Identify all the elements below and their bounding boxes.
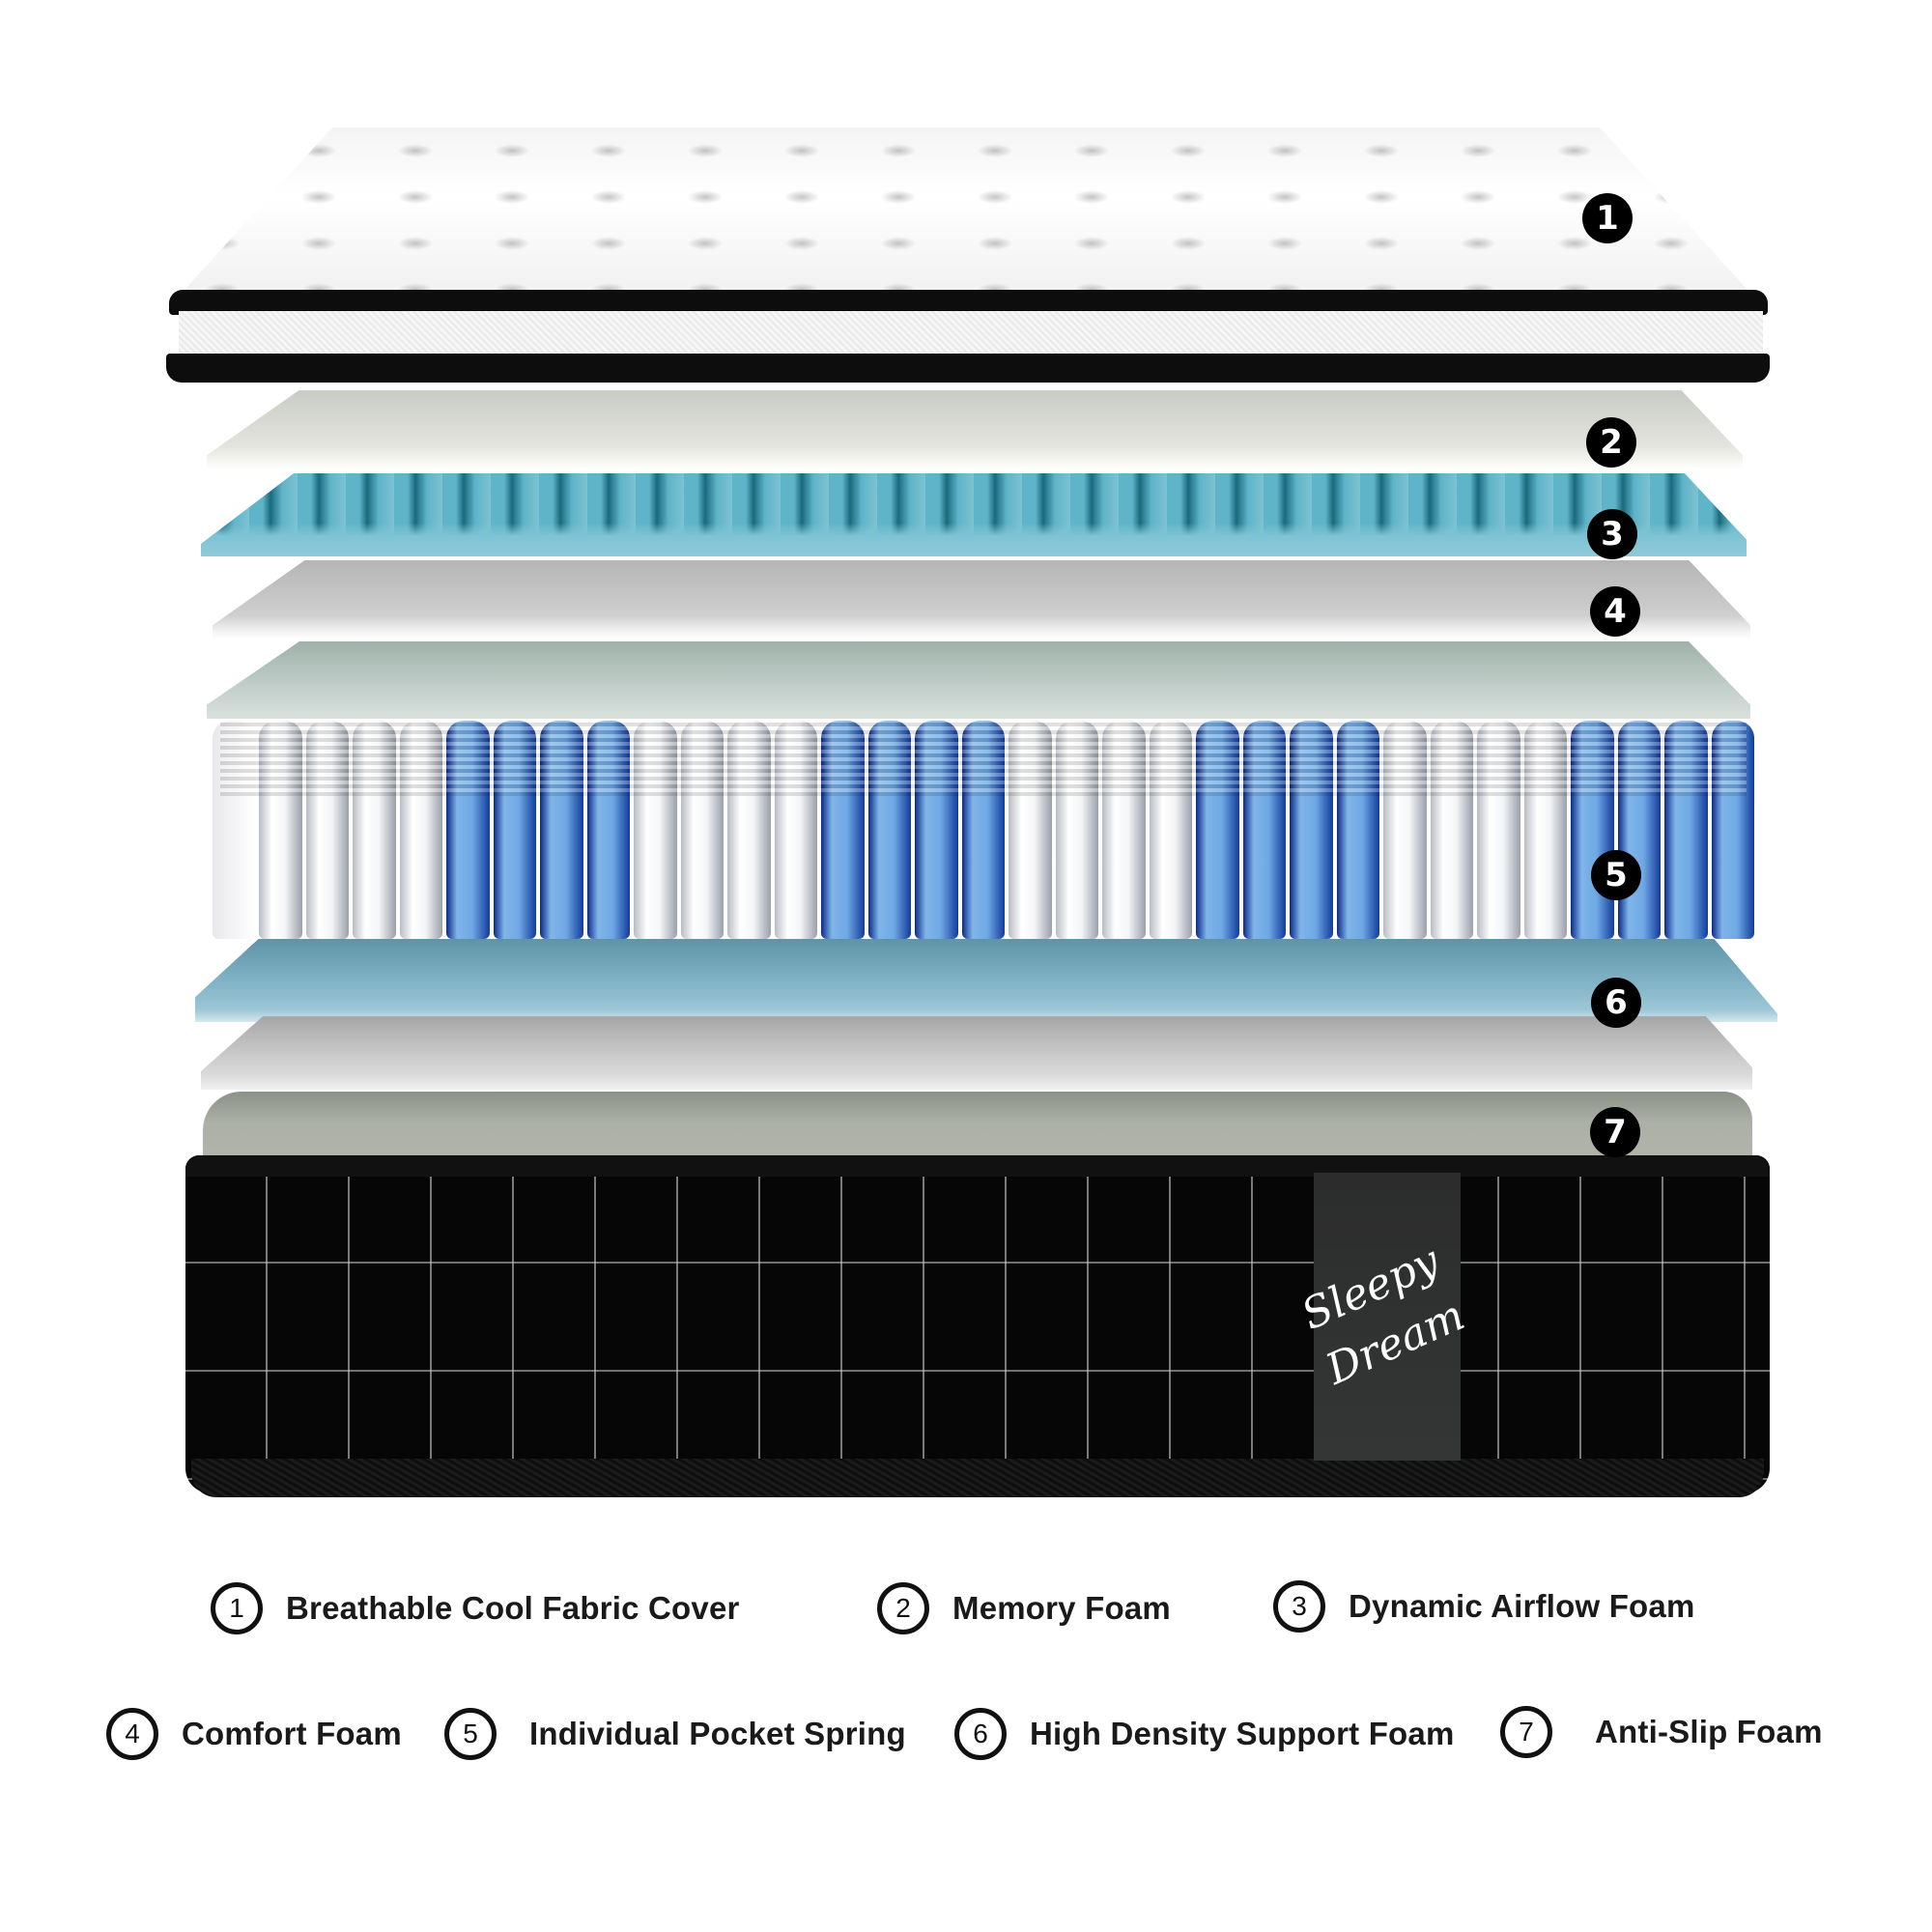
- spring-coil-blue: [1290, 721, 1333, 939]
- marker-number: 5: [1605, 856, 1628, 895]
- legend-item-7: 7 Anti-Slip Foam: [1500, 1706, 1823, 1758]
- spring-coil-white: [1149, 721, 1193, 939]
- marker-2: 2: [1586, 417, 1636, 468]
- marker-3: 3: [1587, 509, 1637, 559]
- marker-number: 4: [1604, 592, 1627, 631]
- legend-item-6: 6 High Density Support Foam: [954, 1708, 1455, 1760]
- spring-coil-blue: [540, 721, 583, 939]
- layer-6-support-foam: [195, 939, 1777, 1022]
- legend-label: Breathable Cool Fabric Cover: [286, 1590, 740, 1626]
- brand-label-panel: [1314, 1173, 1461, 1461]
- spring-coil-white: [1009, 721, 1052, 939]
- legend-number: 1: [229, 1593, 244, 1623]
- spring-coil-blue: [1571, 721, 1614, 939]
- legend-label: Individual Pocket Spring: [529, 1716, 906, 1751]
- spring-coil-white: [259, 721, 302, 939]
- spring-coil-white: [1430, 721, 1474, 939]
- spring-coil-white: [634, 721, 677, 939]
- spring-coil-white: [1102, 721, 1146, 939]
- spring-coil-white: [1383, 721, 1427, 939]
- legend-label: Memory Foam: [952, 1590, 1171, 1626]
- spring-coil-blue: [1242, 721, 1287, 939]
- marker-number: 7: [1604, 1113, 1627, 1151]
- mattress-base: [185, 1155, 1770, 1493]
- spring-coil-white: [680, 721, 724, 939]
- legend-label: High Density Support Foam: [1030, 1716, 1455, 1751]
- layer-2-memory-foam: [207, 390, 1743, 469]
- legend-number-circle: 2: [877, 1582, 929, 1634]
- legend-number: 5: [463, 1719, 478, 1748]
- base-bottom-piping: [191, 1459, 1764, 1497]
- base-top-rim: [185, 1155, 1770, 1177]
- layer-5-pocket-springs: [211, 721, 1756, 939]
- legend-number-circle: 7: [1500, 1706, 1552, 1758]
- spring-coil-blue: [1336, 721, 1380, 939]
- layer-1-cover-side: [179, 311, 1763, 355]
- marker-number: 6: [1605, 983, 1628, 1022]
- spring-coil-white: [727, 721, 771, 939]
- spring-coil-white: [1523, 721, 1568, 939]
- legend-number-circle: 3: [1273, 1580, 1325, 1633]
- spring-coil-edge: [213, 721, 256, 939]
- spring-coil-blue: [1664, 721, 1708, 939]
- legend-label: Dynamic Airflow Foam: [1349, 1588, 1695, 1624]
- layer-1-piping-bottom: [166, 354, 1770, 383]
- layer-6-felt-pad: [201, 1016, 1752, 1090]
- marker-number: 1: [1596, 199, 1619, 238]
- spring-coil-blue: [1196, 721, 1239, 939]
- marker-7: 7: [1590, 1107, 1640, 1157]
- legend-number: 4: [125, 1719, 140, 1748]
- marker-5: 5: [1591, 850, 1641, 900]
- legend-label: Anti-Slip Foam: [1595, 1714, 1823, 1749]
- spring-coil-white: [1477, 721, 1520, 939]
- legend-number: 7: [1519, 1717, 1534, 1747]
- layer-3-airflow-foam: [201, 473, 1747, 556]
- layer-1-piping-top: [169, 290, 1768, 315]
- layer-4-comfort-foam: [213, 560, 1750, 639]
- spring-coil-blue: [446, 721, 490, 939]
- marker-number: 3: [1601, 515, 1624, 554]
- legend-item-3: 3 Dynamic Airflow Foam: [1273, 1580, 1695, 1633]
- legend-number: 3: [1292, 1591, 1307, 1621]
- spring-coil-blue: [867, 721, 912, 939]
- spring-coil-blue: [961, 721, 1006, 939]
- marker-4: 4: [1590, 586, 1640, 637]
- legend-label: Comfort Foam: [182, 1716, 402, 1751]
- spring-coil-blue: [821, 721, 865, 939]
- legend-item-1: 1 Breathable Cool Fabric Cover: [211, 1582, 740, 1634]
- legend-number-circle: 1: [211, 1582, 263, 1634]
- marker-number: 2: [1600, 423, 1623, 462]
- marker-6: 6: [1591, 978, 1641, 1028]
- legend-number-circle: 6: [954, 1708, 1007, 1760]
- marker-1: 1: [1582, 193, 1633, 243]
- legend-number-circle: 5: [444, 1708, 497, 1760]
- layer-1-quilted-cover-top: [174, 128, 1758, 301]
- spring-coil-white: [1055, 721, 1099, 939]
- legend-item-2: 2 Memory Foam: [877, 1582, 1171, 1634]
- legend-number: 2: [895, 1593, 911, 1623]
- legend-item-5: 5 Individual Pocket Spring: [444, 1708, 906, 1760]
- spring-coil-blue: [1617, 721, 1662, 939]
- spring-coil-blue: [586, 721, 631, 939]
- spring-coil-white: [774, 721, 818, 939]
- spring-coil-blue: [1711, 721, 1754, 939]
- spring-coil-white: [399, 721, 443, 939]
- spring-coil-blue: [493, 721, 537, 939]
- spring-coil-blue: [915, 721, 958, 939]
- legend-number-circle: 4: [106, 1708, 158, 1760]
- spring-coil-white: [353, 721, 396, 939]
- legend-number: 6: [973, 1719, 988, 1748]
- layer-4-comfort-foam-lower: [207, 641, 1750, 719]
- spring-coil-white: [305, 721, 350, 939]
- legend-item-4: 4 Comfort Foam: [106, 1708, 402, 1760]
